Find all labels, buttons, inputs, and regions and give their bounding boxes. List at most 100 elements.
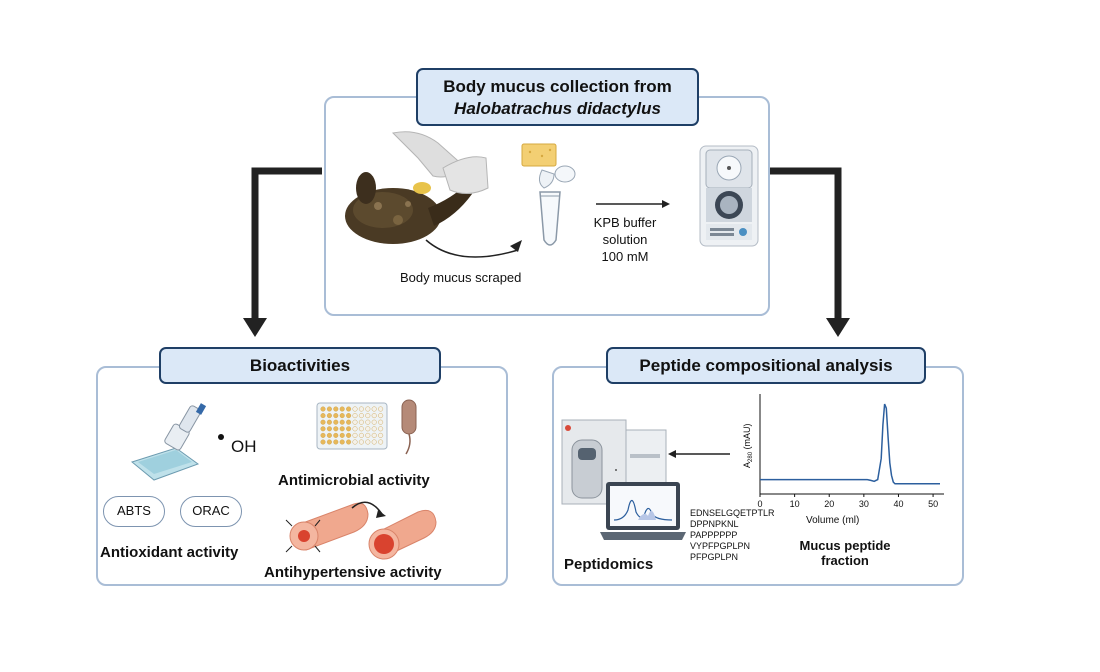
chart-axes [759,394,944,495]
microplate-well [365,419,371,425]
y-label-sub: 280 [748,451,754,462]
microplate-icon [316,402,388,450]
microplate-well [378,406,384,412]
fish-photo [345,131,519,258]
microplate-well [365,426,371,432]
microplate-well [371,426,377,432]
hydroxyl-label: OH [231,437,257,456]
microplate-well [358,426,364,432]
buffer-label-line-1: KPB buffer solution [593,215,657,247]
microplate-well [371,432,377,438]
microplate-well [320,406,326,412]
bacterium-icon [401,399,417,455]
chart-series-line [760,403,940,485]
fraction-label-line-2: fraction [821,553,869,568]
peptide-sequence-list: EDNSELGQETPTLR DPPNPKNL PAPPPPPP VYPFPGP… [690,508,775,563]
x-tick-label: 10 [790,499,800,509]
orac-assay-pill: ORAC [180,496,242,527]
microplate-well [346,413,352,419]
microplate-well [378,419,384,425]
microplate-well [352,413,358,419]
right-connector-arrow [770,167,850,337]
sponge-tube-icon [521,143,576,246]
microplate-well [378,413,384,419]
hydroxyl-radical-dot [218,434,224,440]
buffer-label: KPB buffer solution 100 mM [570,214,680,265]
microplate-well [339,432,345,438]
peptide-sequence: PAPPPPPP [690,530,738,540]
microplate-well [320,413,326,419]
peptide-sequence: PFPGPLPN [690,552,739,562]
microplate-well [326,426,332,432]
peptide-sequence: EDNSELGQETPTLR [690,508,775,518]
buffer-label-line-2: 100 mM [601,249,649,264]
microplate-well [333,432,339,438]
microplate-well [352,432,358,438]
antihypertensive-label: Antihypertensive activity [264,564,442,581]
microplate-well [326,432,332,438]
microplate-well [365,406,371,412]
bioactivities-title: Bioactivities [159,347,441,384]
microplate-well [371,439,377,445]
microplate-well [333,413,339,419]
microplate-well [358,439,364,445]
microplate-well [326,439,332,445]
chart-x-axis-label: Volume (ml) [806,515,860,526]
microplate-well [333,406,339,412]
mucus-peptide-fraction-label: Mucus peptide fraction [790,538,900,568]
microplate-well [339,439,345,445]
microplate-well [371,413,377,419]
laptop-icon [600,482,686,540]
pipette-microplate-icon [130,403,207,481]
x-tick-label: 0 [757,499,762,509]
microplate-well [358,432,364,438]
antioxidant-label: Antioxidant activity [100,544,239,561]
microplate-well [365,413,371,419]
x-tick-label: 20 [824,499,834,509]
microplate-well [339,426,345,432]
microplate-well [333,439,339,445]
mucus-collection-title: Body mucus collection from Halobatrachus… [416,68,699,126]
antimicrobial-label: Antimicrobial activity [278,472,430,489]
microplate-well [352,426,358,432]
x-tick-label: 30 [859,499,869,509]
microplate-well [358,406,364,412]
mass-spectrometer-icon [561,419,667,505]
ms-arrow [668,450,730,458]
microplate-well [352,419,358,425]
microplate-well [352,439,358,445]
microplate-well [378,439,384,445]
microplate-well [346,439,352,445]
microplate-well [339,419,345,425]
left-connector-arrow [243,167,322,337]
peptidomics-label: Peptidomics [564,556,654,573]
microplate-well [371,406,377,412]
microplate-well [358,419,364,425]
microplate-well [346,432,352,438]
peptide-analysis-title: Peptide compositional analysis [606,347,926,384]
y-label-main: A [742,462,752,468]
microplate-well [365,432,371,438]
microplate-well [339,406,345,412]
microplate-well [320,432,326,438]
microplate-well [346,426,352,432]
title-line-2-species: Halobatrachus didactylus [454,99,661,118]
microplate-well [346,406,352,412]
microplate-well [320,419,326,425]
y-label-unit: (mAU) [742,423,752,452]
scrape-label: Body mucus scraped [400,270,522,285]
microplate-well [346,419,352,425]
microplate-well [358,413,364,419]
microplate-well [320,439,326,445]
x-tick-label: 50 [928,499,938,509]
peptide-sequence: DPPNPKNL [690,519,739,529]
abts-assay-pill: ABTS [103,496,165,527]
microplate-well [371,419,377,425]
microplate-well [320,426,326,432]
microplate-well [326,406,332,412]
microplate-well [326,413,332,419]
scrape-arrow-head [510,240,522,252]
